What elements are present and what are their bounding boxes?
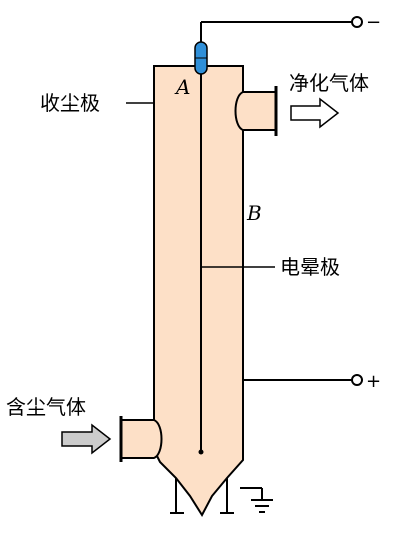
dusty-gas-arrow-icon bbox=[61, 423, 112, 455]
clean-gas-label: 净化气体 bbox=[289, 71, 369, 95]
dusty-gas-label: 含尘气体 bbox=[6, 395, 86, 419]
negative-terminal bbox=[351, 16, 363, 28]
point-b-label: B bbox=[246, 201, 262, 225]
precipitator-body bbox=[153, 65, 244, 517]
minus-sign: − bbox=[366, 12, 381, 33]
collector-label: 收尘极 bbox=[40, 91, 100, 115]
inlet-pipe bbox=[120, 419, 163, 459]
positive-terminal bbox=[351, 374, 363, 386]
point-a-label: A bbox=[174, 75, 190, 99]
corona-weight bbox=[198, 449, 204, 455]
clean-gas-arrow-icon bbox=[290, 97, 340, 129]
outlet-pipe bbox=[234, 91, 277, 131]
plus-sign: + bbox=[366, 371, 381, 392]
corona-label: 电晕极 bbox=[280, 255, 340, 279]
